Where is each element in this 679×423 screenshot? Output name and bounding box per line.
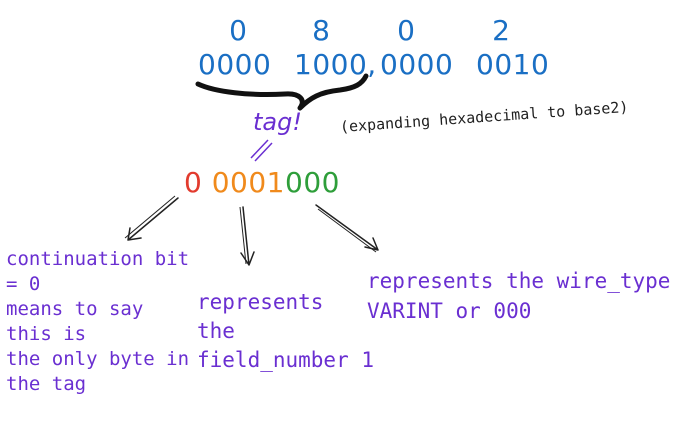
hex-digit-2: 0 bbox=[397, 14, 415, 47]
continuation-bit: 0 bbox=[184, 166, 203, 199]
tag-label: tag! bbox=[253, 108, 302, 136]
hex-digit-1: 8 bbox=[312, 14, 330, 47]
arrow-wire-type bbox=[315, 204, 379, 251]
tag-link-a bbox=[250, 139, 269, 159]
continuation-line-1: = 0 bbox=[6, 273, 41, 295]
field-number-line-1: the bbox=[197, 319, 235, 343]
wire-type-bits: 000 bbox=[285, 166, 340, 199]
wire-type-line-1: VARINT or 000 bbox=[367, 299, 532, 323]
brace-stroke bbox=[195, 73, 369, 111]
field-number-bits: 0001 bbox=[211, 166, 285, 199]
nibble-2: 0000 bbox=[380, 48, 454, 81]
field-number-line-0: represents bbox=[197, 290, 324, 314]
wire-type-line-0: represents the wire_type bbox=[367, 269, 671, 293]
nibble-3: 0010 bbox=[476, 48, 550, 81]
field-number-line-2: field_number 1 bbox=[197, 348, 375, 372]
continuation-annotation: continuation bit = 0 means to say this i… bbox=[6, 247, 189, 397]
nibble-1: 1000, bbox=[294, 48, 377, 81]
continuation-line-2: means to say bbox=[6, 298, 144, 320]
tag-bits: 0 0001000 bbox=[184, 166, 340, 199]
continuation-line-5: the tag bbox=[6, 373, 87, 395]
tag-link-b bbox=[254, 142, 273, 162]
nibble-0: 0000 bbox=[198, 48, 272, 81]
arrow-continuation bbox=[127, 197, 179, 241]
hex-digit-3: 2 bbox=[492, 14, 510, 47]
continuation-line-0: continuation bit bbox=[6, 248, 190, 270]
continuation-line-3: this is bbox=[6, 323, 87, 345]
wire-type-annotation: represents the wire_type VARINT or 000 bbox=[367, 266, 670, 326]
continuation-line-4: the only byte in bbox=[6, 348, 190, 370]
hex-digit-0: 0 bbox=[229, 14, 247, 47]
field-number-annotation: represents the field_number 1 bbox=[197, 288, 374, 375]
